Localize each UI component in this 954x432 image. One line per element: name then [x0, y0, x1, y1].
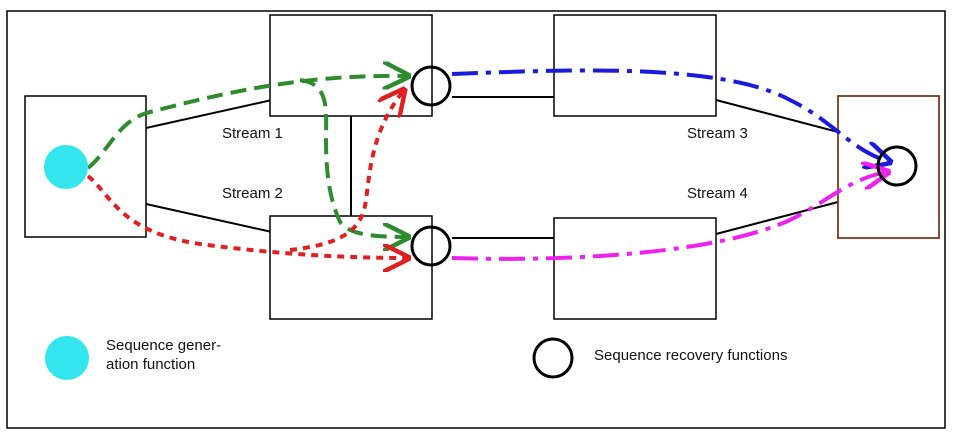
legend-generation-text: Sequence gener- ation function: [106, 336, 221, 374]
stream-3-label: Stream 3: [687, 125, 748, 142]
magenta-path: [451, 172, 888, 261]
stream-1-label: Stream 1: [222, 125, 283, 142]
stream-4-label: Stream 4: [687, 185, 748, 202]
blue-path: [451, 68, 890, 162]
legend-recovery-circle: [532, 337, 574, 379]
recovery-function-listener: [876, 145, 918, 187]
green-path-upper: [86, 76, 408, 170]
red-path-upper: [289, 90, 404, 252]
legend-generation-line-1: Sequence gener-: [106, 337, 222, 354]
recovery-function-bottom: [410, 225, 452, 267]
legend-generation-dot: [45, 336, 89, 380]
generation-function-dot: [44, 145, 88, 189]
red-path-lower: [86, 174, 408, 258]
bridge-node-top-right: [553, 14, 717, 117]
outer-frame: [6, 10, 946, 429]
recovery-function-top: [410, 65, 452, 107]
bridge-node-bottom-right: [553, 217, 717, 320]
listener-node: [837, 95, 940, 239]
network-links: [145, 96, 839, 239]
stream-2-label: Stream 2: [222, 185, 283, 202]
green-path-lower: [299, 78, 408, 237]
bridge-node-top-left: [269, 14, 433, 117]
legend-generation-line-2: ation function: [106, 356, 196, 373]
legend-recovery-text: Sequence recovery functions: [594, 347, 788, 364]
